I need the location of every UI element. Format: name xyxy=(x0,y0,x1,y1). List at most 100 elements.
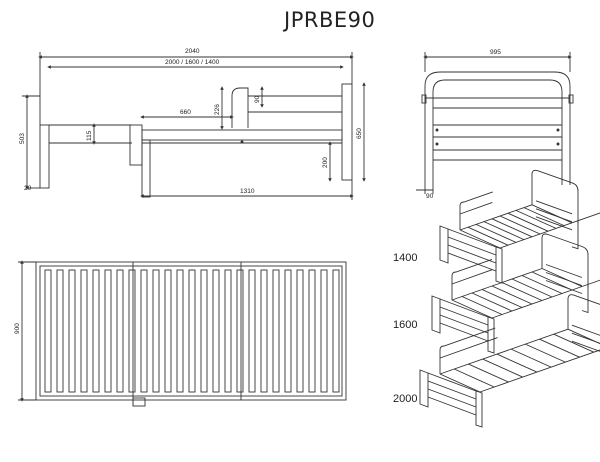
foot-board xyxy=(427,396,477,416)
slat xyxy=(140,269,148,393)
head-board xyxy=(535,200,573,215)
side-rail xyxy=(141,129,343,141)
model-title: JPRBE90 xyxy=(284,8,376,32)
slat xyxy=(248,269,256,393)
dim-rail-height: 115 xyxy=(86,130,93,141)
base-slat xyxy=(482,358,523,378)
foot-post-front xyxy=(419,369,429,408)
top-view-labels: 900 xyxy=(14,323,21,334)
variant-label-1400: 1400 xyxy=(393,252,418,264)
base-slat xyxy=(439,373,481,393)
end-frame-inner xyxy=(432,79,563,185)
footboard xyxy=(341,83,353,181)
base-slat xyxy=(459,229,501,249)
slat xyxy=(200,269,208,393)
dim-extension-length: 1310 xyxy=(240,188,255,195)
guard-rail xyxy=(451,269,493,285)
base-slat xyxy=(539,338,580,358)
head-board xyxy=(535,216,573,231)
dim-top-width: 900 xyxy=(14,323,21,334)
side-view xyxy=(22,52,366,200)
slat xyxy=(80,269,88,393)
slat xyxy=(260,269,268,393)
end-frame-outer xyxy=(424,71,571,185)
variant-label-2000: 2000 xyxy=(393,393,418,405)
end-view xyxy=(416,52,574,194)
slat xyxy=(236,269,244,393)
slat xyxy=(92,269,100,393)
dim-guard-height: 226 xyxy=(214,104,221,115)
head-board xyxy=(571,324,600,336)
base-slat xyxy=(499,215,541,235)
slat xyxy=(188,269,196,393)
dim-end-width: 995 xyxy=(490,49,501,56)
guard-rail xyxy=(439,337,498,359)
dim-mattress-length: 2000 / 1600 / 1400 xyxy=(165,59,220,66)
slat-group xyxy=(44,269,340,393)
guard-rail xyxy=(439,327,496,351)
end-view-labels: 995 90 xyxy=(426,49,501,200)
dim-headboard-height: 503 xyxy=(19,133,26,144)
head-board xyxy=(571,340,600,352)
base-edge-back xyxy=(439,328,569,375)
slat xyxy=(320,269,328,393)
slat xyxy=(56,269,64,393)
guard-rail xyxy=(231,87,249,128)
foot-board xyxy=(427,380,477,400)
base-slat xyxy=(467,226,509,246)
slat xyxy=(68,269,76,393)
head-leg xyxy=(581,284,589,314)
slat xyxy=(284,269,292,393)
base-edge-back xyxy=(451,268,543,301)
slat xyxy=(116,269,124,393)
base-slat xyxy=(491,218,533,238)
guard-rail xyxy=(459,191,493,207)
slat xyxy=(332,269,340,393)
dim-guard-top: 90 xyxy=(254,95,261,103)
foot-post-front xyxy=(431,295,441,334)
top-frame xyxy=(35,261,347,401)
foot-board xyxy=(439,322,489,342)
side-view-labels: 2040 2000 / 1600 / 1400 503 20 115 660 2… xyxy=(19,48,363,195)
base-slat xyxy=(451,299,493,319)
variant-bed-2000 xyxy=(419,294,600,428)
foot-board xyxy=(439,306,489,326)
base-slat xyxy=(510,348,552,368)
base-slat xyxy=(567,328,600,345)
base-slat xyxy=(501,282,543,301)
slat xyxy=(212,269,220,393)
foot-board-top xyxy=(439,298,489,318)
slat xyxy=(176,269,184,393)
top-view xyxy=(18,260,347,407)
extension-post xyxy=(129,124,143,166)
slat xyxy=(272,269,280,393)
base-edge xyxy=(479,349,600,393)
base-slat xyxy=(483,221,525,241)
base-slat xyxy=(468,363,509,383)
base-slat xyxy=(521,275,563,294)
slat xyxy=(128,269,136,393)
head-board xyxy=(545,280,583,294)
base-slat xyxy=(471,292,513,312)
foot-board xyxy=(447,252,497,272)
headboard-post xyxy=(39,124,50,189)
base-slat xyxy=(475,223,517,243)
dim-guard-length: 660 xyxy=(180,109,191,116)
guard-rail xyxy=(451,258,493,277)
dim-overall-length: 2040 xyxy=(185,48,200,55)
base-slat xyxy=(525,343,566,363)
foot-board xyxy=(447,236,497,256)
head-board xyxy=(545,264,583,278)
base-slat xyxy=(496,353,538,373)
base-slat xyxy=(523,207,565,227)
foot-board xyxy=(427,388,477,408)
head-frame xyxy=(541,233,589,289)
dim-underbed-clearance: 200 xyxy=(322,157,329,168)
head-board xyxy=(545,272,583,286)
base-slat xyxy=(553,333,594,353)
variant-bed-1600 xyxy=(431,233,600,354)
base-slat xyxy=(454,368,495,388)
slat xyxy=(296,269,304,393)
